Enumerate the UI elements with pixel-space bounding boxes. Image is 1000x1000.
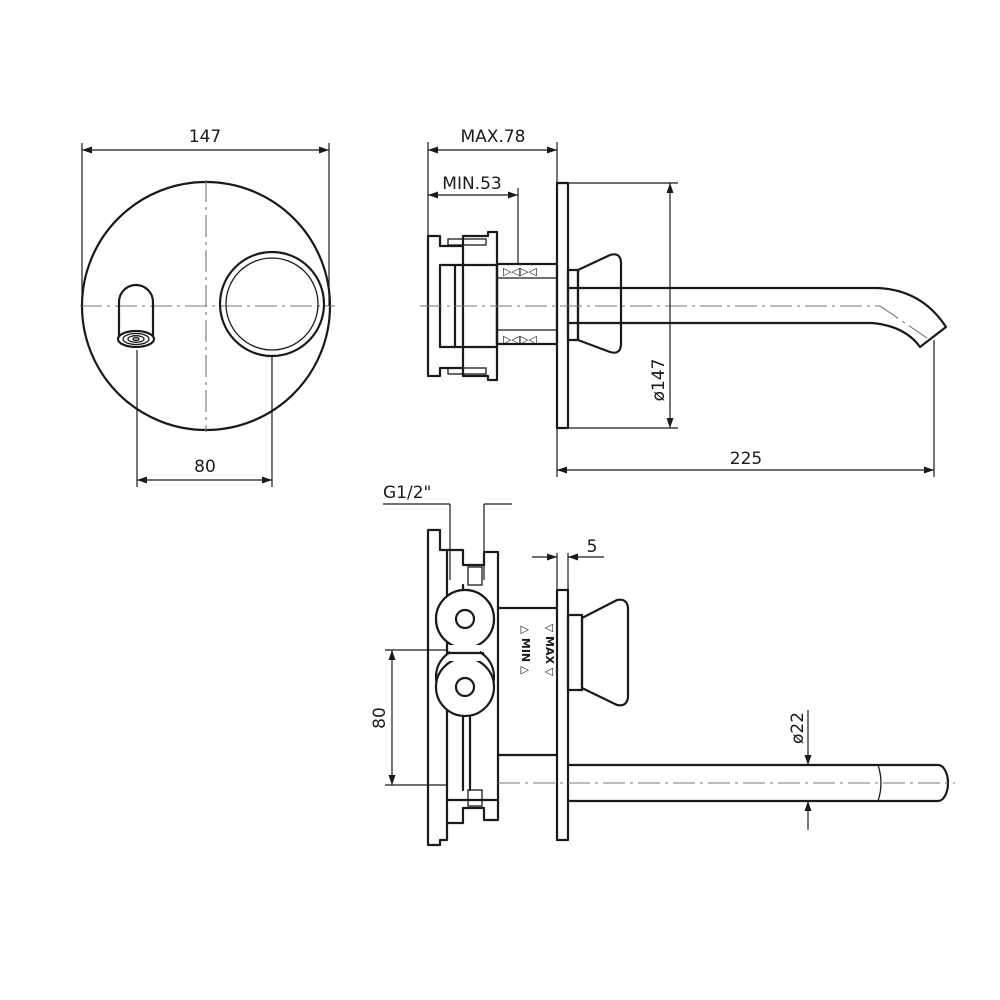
top-spout — [498, 763, 955, 803]
plate-diameter-label: ø147 — [649, 359, 669, 402]
spout-diameter-label: ø22 — [788, 712, 808, 744]
top-spacing-label: 80 — [370, 707, 390, 729]
svg-text:▷◁▷◁: ▷◁▷◁ — [503, 265, 537, 278]
svg-text:▷◁▷◁: ▷◁▷◁ — [503, 333, 537, 346]
thread-label: G1/2" — [383, 483, 431, 503]
side-view: ▷◁▷◁ ▷◁▷◁ MAX.78 MIN.53 ø147 — [420, 127, 948, 477]
min-depth-label: MIN.53 — [442, 174, 501, 194]
inlet-ports — [434, 588, 496, 718]
front-spacing-label: 80 — [194, 457, 216, 477]
top-wall-plate — [555, 588, 570, 842]
side-knob — [566, 253, 623, 354]
cartridge-body: ▷◁▷◁ ▷◁▷◁ — [495, 262, 559, 346]
top-knob — [566, 598, 630, 707]
top-view: △ MIN △ ▽ MAX ▽ G1/2" 5 80 — [370, 483, 955, 847]
front-view: 147 80 — [80, 127, 335, 487]
front-width-label: 147 — [189, 127, 221, 147]
top-cartridge: △ MIN △ ▽ MAX ▽ — [496, 606, 559, 757]
min-marker: △ MIN △ — [519, 626, 532, 675]
side-spout — [420, 286, 948, 349]
handle-knob — [218, 250, 326, 358]
spout-length-label: 225 — [730, 449, 762, 469]
max-marker: ▽ MAX ▽ — [543, 624, 556, 677]
plate-thickness-label: 5 — [587, 537, 598, 557]
max-depth-label: MAX.78 — [461, 127, 526, 147]
spout-outlet — [116, 283, 156, 349]
